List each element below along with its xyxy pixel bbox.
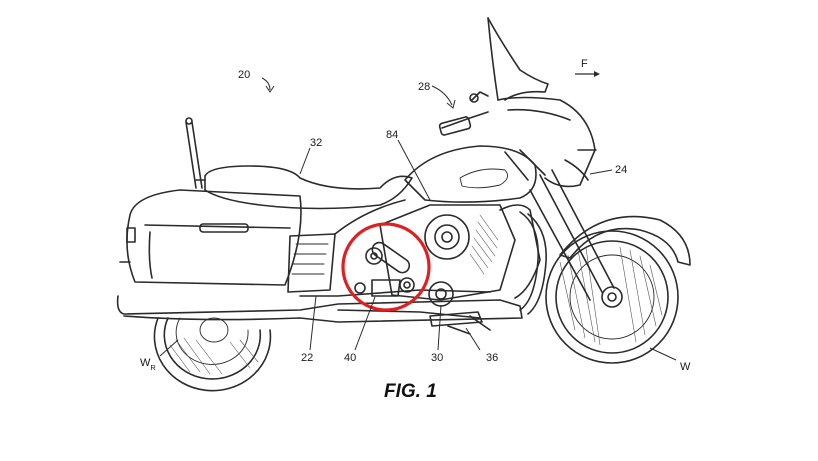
- leader-32: [299, 147, 311, 175]
- frame: [504, 149, 546, 181]
- leader-40: [354, 296, 376, 351]
- highlight-circle: [341, 222, 431, 312]
- ref-84: 84: [386, 129, 398, 141]
- ref-32: 32: [310, 137, 322, 149]
- fairing: [487, 17, 597, 188]
- leader-wr: [159, 339, 179, 357]
- footboard: [429, 311, 491, 335]
- rear-wheel: [153, 317, 272, 392]
- exhaust: [116, 289, 523, 323]
- ref-30: 30: [431, 352, 443, 364]
- front-wheel: [545, 215, 691, 364]
- leader-lines: [159, 77, 677, 361]
- leader-30: [437, 304, 442, 351]
- ref-36: 36: [486, 352, 498, 364]
- ref-front-wheel: W: [680, 361, 691, 373]
- fuel-tank: [404, 145, 537, 203]
- figure-caption: FIG. 1: [384, 381, 437, 402]
- leader-28: [431, 85, 453, 106]
- leader-22: [309, 295, 317, 351]
- leader-24: [589, 169, 613, 175]
- leader-84: [397, 139, 431, 201]
- handlebar: [438, 91, 489, 136]
- leader-wf: [649, 347, 677, 361]
- ref-20: 20: [238, 69, 250, 81]
- hydraulic-mechanism: [354, 241, 415, 297]
- ref-40: 40: [344, 352, 356, 364]
- engine: [379, 204, 541, 307]
- ref-rear-wheel-main: W: [140, 357, 151, 369]
- ref-22: 22: [301, 352, 313, 364]
- ref-rear-wheel: WR: [140, 357, 156, 372]
- saddlebag: [119, 189, 302, 286]
- motorcycle-drawing: [116, 17, 691, 392]
- side-cover: [287, 199, 406, 293]
- leader-20: [261, 77, 271, 91]
- ref-24: 24: [615, 164, 627, 176]
- seat: [185, 117, 413, 210]
- curved-arrow-icon: [446, 99, 456, 109]
- ref-forward: F: [581, 58, 588, 70]
- ref-rear-wheel-sub: R: [150, 363, 156, 372]
- arrow-right-icon: [575, 71, 600, 77]
- ref-28: 28: [418, 81, 430, 93]
- curved-arrow-icon: [265, 85, 275, 93]
- leader-36: [465, 327, 481, 351]
- front-fork: [529, 169, 615, 301]
- engine-guard: [519, 211, 547, 315]
